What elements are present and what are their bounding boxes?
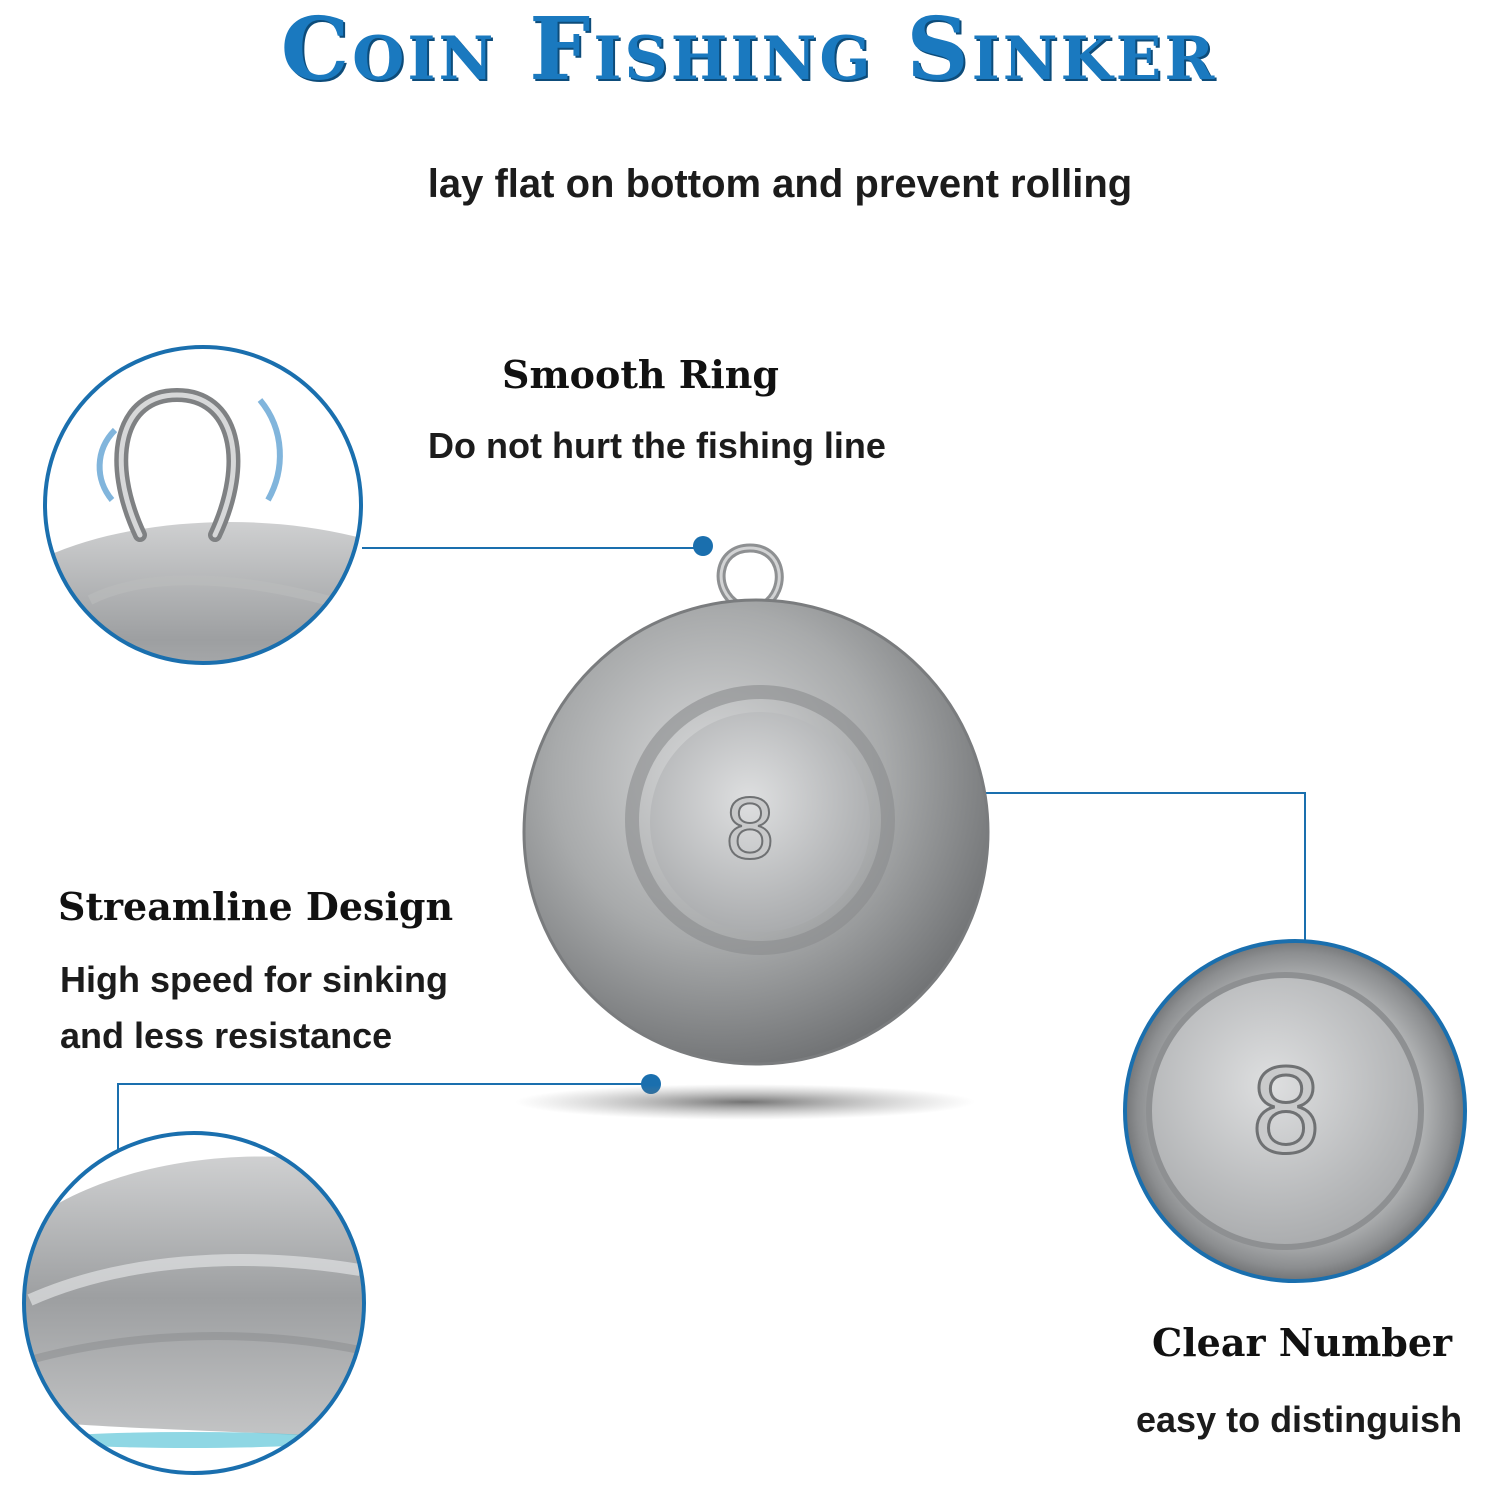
detail-circle-body xyxy=(22,1131,366,1475)
feature-desc-streamline-2: and less resistance xyxy=(60,1015,393,1056)
sinker-center-face xyxy=(650,712,870,932)
page-title: Coin Fishing Sinker xyxy=(280,0,1218,100)
sinker-number-zoom: 8 xyxy=(1249,1045,1323,1180)
feature-desc-clear-number: easy to distinguish xyxy=(1136,1399,1463,1440)
feature-title-clear-number: Clear Number xyxy=(1152,1320,1453,1365)
detail-circle-number: 8 xyxy=(1123,939,1467,1283)
sinker-inner-ring xyxy=(625,685,895,955)
callout-dot-ring xyxy=(693,536,713,556)
sinker-number-main: 8 xyxy=(724,783,776,878)
detail-circle-ring xyxy=(43,345,363,665)
feature-title-streamline: Streamline Design xyxy=(58,884,454,929)
main-sinker: 8 xyxy=(515,543,990,1120)
feature-desc-smooth-ring: Do not hurt the fishing line xyxy=(428,425,886,466)
feature-desc-streamline-1: High speed for sinking xyxy=(60,959,449,1000)
sinker-shadow xyxy=(515,1084,975,1120)
feature-title-smooth-ring: Smooth Ring xyxy=(502,352,779,397)
page-subtitle: lay flat on bottom and prevent rolling xyxy=(427,162,1133,206)
